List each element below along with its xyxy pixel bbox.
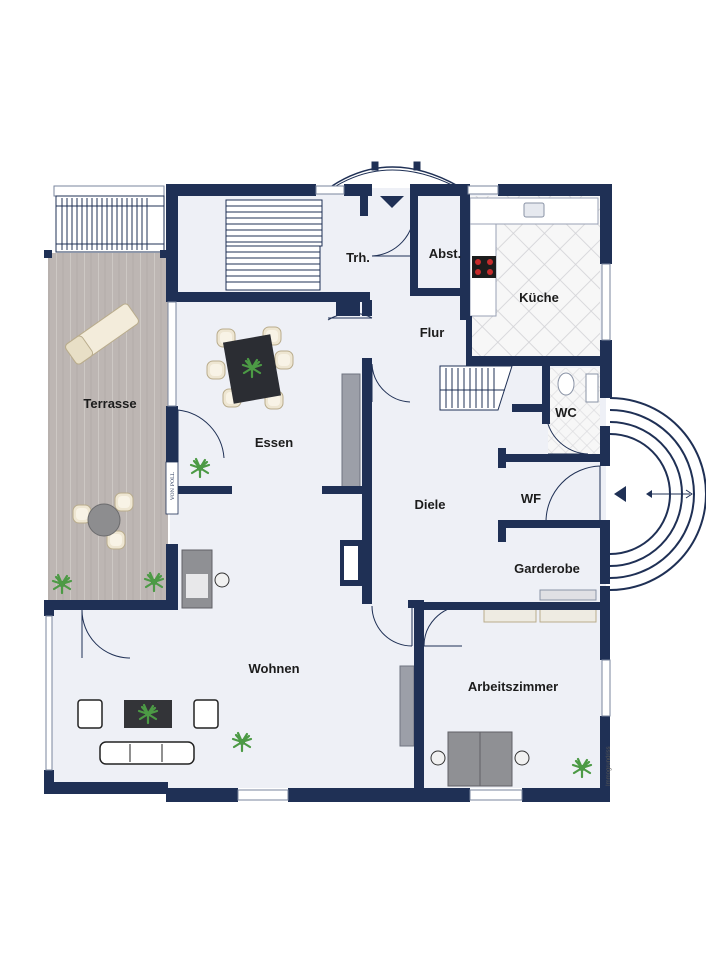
credit-text: Immogrundriss [606, 746, 612, 786]
wc-fixtures [557, 372, 599, 403]
room-label-essen: Essen [255, 435, 293, 450]
kitchen-fixtures [469, 197, 599, 317]
sink-icon [523, 202, 545, 218]
walls [44, 184, 612, 802]
windows [45, 185, 611, 801]
terrace-table [72, 492, 134, 550]
office-desks [430, 731, 530, 787]
doors [81, 209, 601, 659]
cooktop-icon [472, 256, 496, 278]
agency-stamp: VON POLL [165, 461, 179, 515]
room-label-garderobe: Garderobe [514, 561, 580, 576]
toilet-icon [557, 372, 575, 396]
outdoor-stairs [53, 185, 165, 253]
living-furniture [77, 665, 415, 765]
room-label-wc: WC [555, 405, 577, 420]
room-label-wohnen: Wohnen [248, 661, 299, 676]
room-label-arbeitszimmer: Arbeitszimmer [468, 679, 558, 694]
entry-steps [609, 397, 706, 591]
hall-stairs [439, 365, 513, 411]
room-label-flur: Flur [420, 325, 445, 340]
sideboard [341, 373, 361, 491]
dining-table [206, 326, 294, 410]
interior-stairs [225, 199, 323, 291]
room-label-diele: Diele [414, 497, 445, 512]
room-label-kueche: Küche [519, 290, 559, 305]
terrace-deck [48, 253, 168, 603]
small-desk [181, 549, 230, 609]
room-label-terrasse: Terrasse [83, 396, 136, 411]
entrance-bay [331, 161, 459, 208]
room-label-abst: Abst. [429, 246, 462, 261]
room-label-trh: Trh. [346, 250, 370, 265]
sun-lounger [65, 303, 139, 365]
room-label-wf: WF [521, 491, 541, 506]
svg-text:VON POLL: VON POLL [170, 472, 176, 501]
